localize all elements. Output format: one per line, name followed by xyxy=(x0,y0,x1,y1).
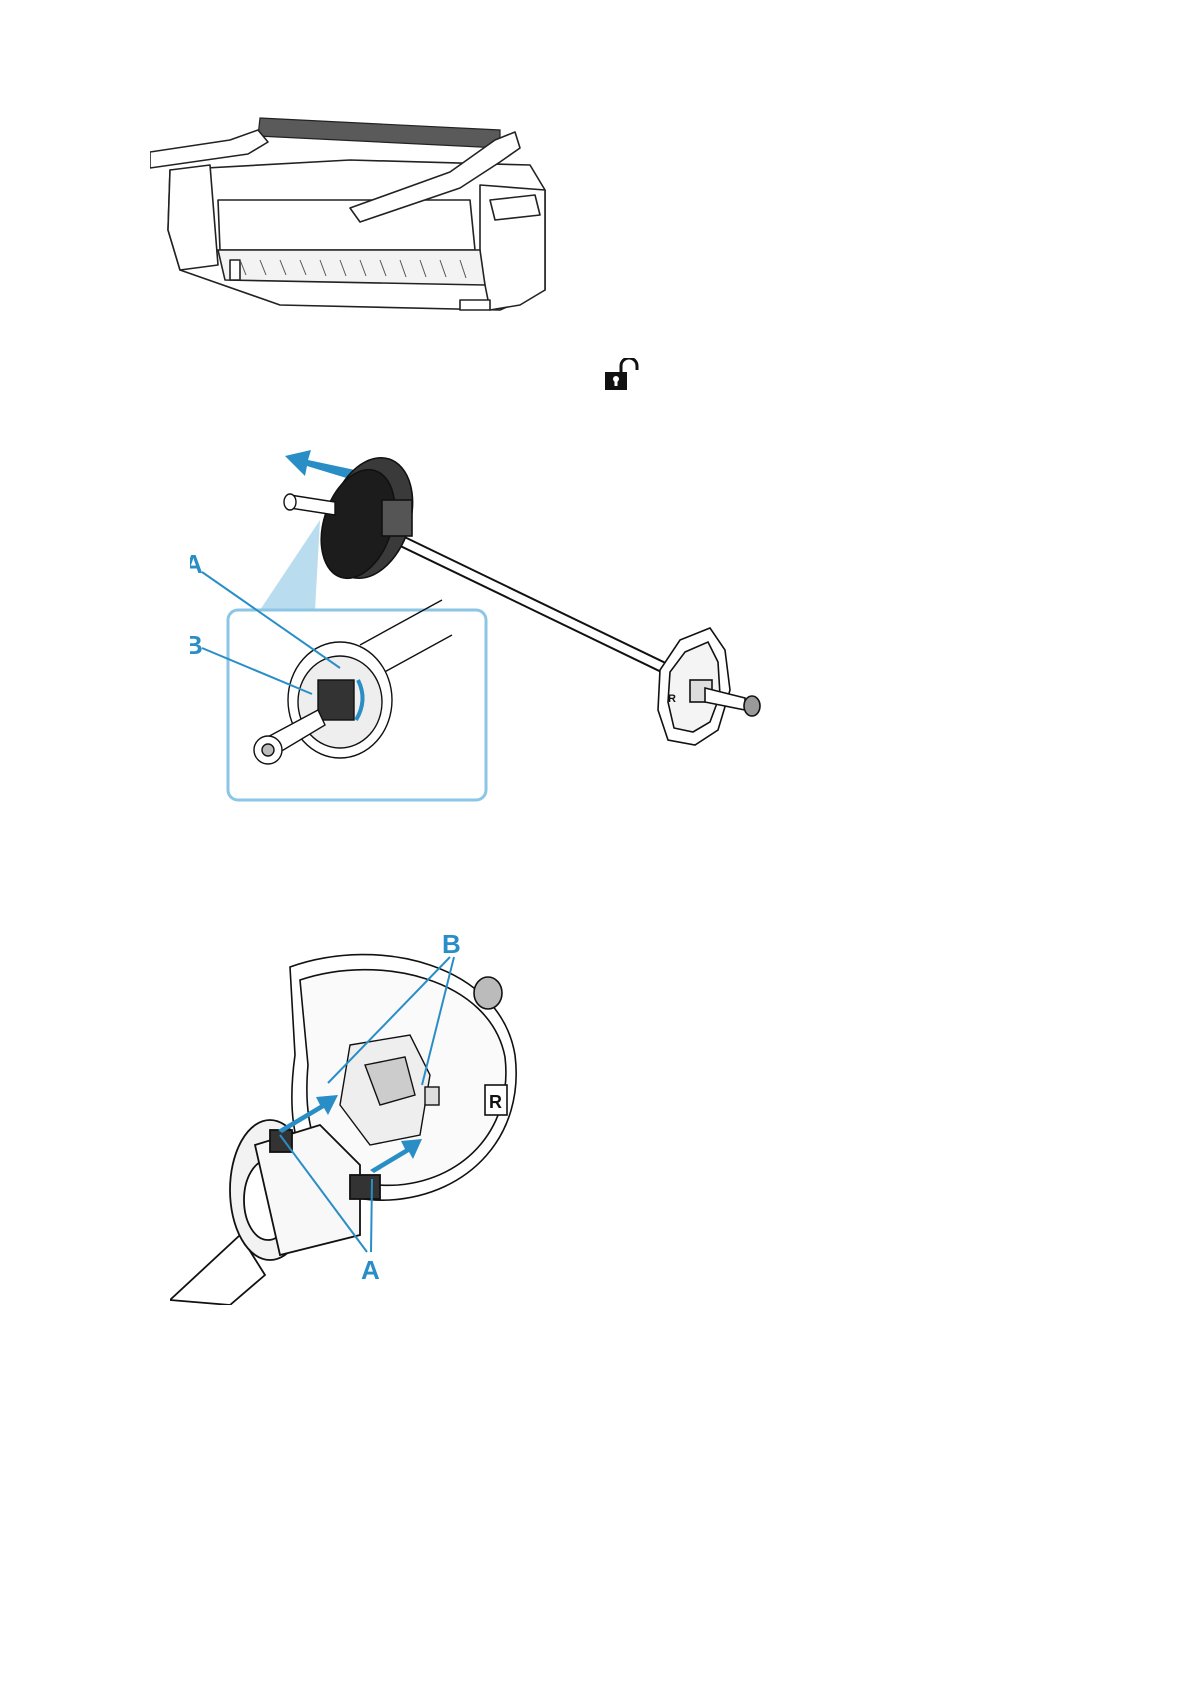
holder-marking-r: R xyxy=(489,1092,502,1112)
callout-label-a-bottom: A xyxy=(361,1255,380,1285)
holder-marking-right: R xyxy=(668,693,676,705)
unlock-icon xyxy=(603,358,639,392)
printer-illustration xyxy=(150,100,590,320)
callout-label-b: B xyxy=(190,630,203,660)
roll-holder-shaft-illustration: R A B xyxy=(190,440,790,810)
callout-label-b-top: B xyxy=(442,935,461,959)
holder-flange-closeup-illustration: R B A xyxy=(170,935,560,1305)
callout-label-a: A xyxy=(190,549,203,579)
